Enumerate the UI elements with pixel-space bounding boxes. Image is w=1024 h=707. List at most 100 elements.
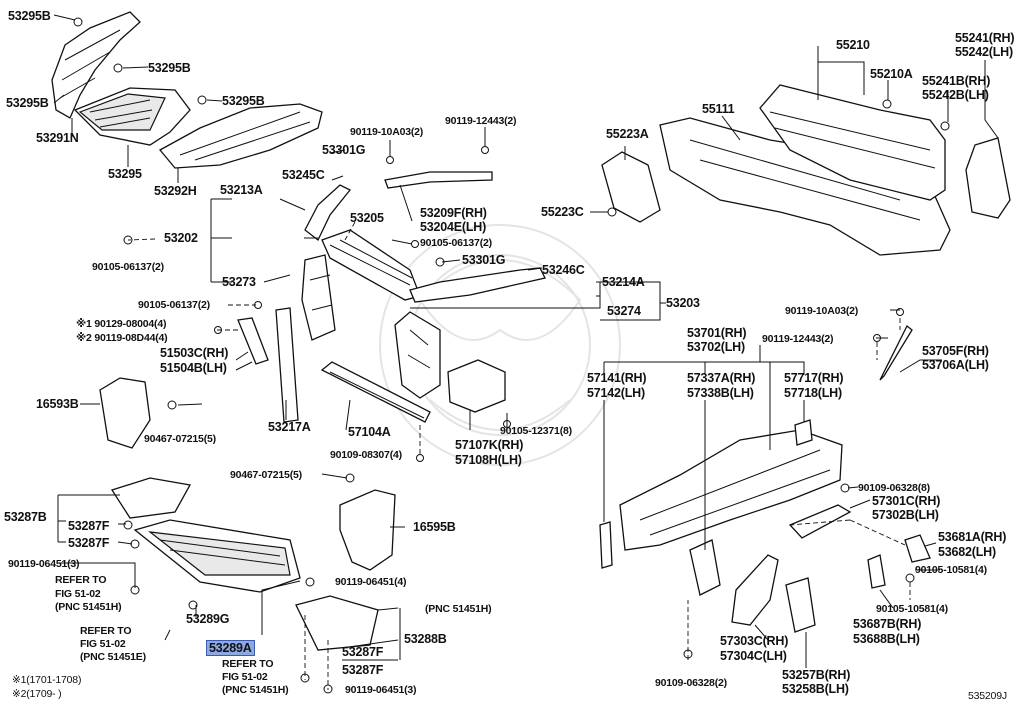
bracket-57107K[interactable] bbox=[447, 359, 506, 413]
label-53688B[interactable]: 53688B(LH) bbox=[853, 632, 920, 646]
member-57301C[interactable] bbox=[788, 504, 852, 539]
cover-53288B[interactable] bbox=[295, 595, 379, 651]
label-57303C[interactable]: 57303C(RH) bbox=[720, 634, 789, 648]
label-90119-06451-b[interactable]: 90119-06451(4) bbox=[335, 576, 407, 588]
label-57717[interactable]: 57717(RH) bbox=[784, 371, 844, 385]
label-55111[interactable]: 55111 bbox=[702, 102, 735, 116]
label-53682[interactable]: 53682(LH) bbox=[938, 545, 996, 559]
label-55241[interactable]: 55241(RH) bbox=[955, 31, 1015, 45]
radiator-support-53205[interactable] bbox=[321, 229, 421, 301]
label-90105-12371[interactable]: 90105-12371(8) bbox=[500, 425, 572, 437]
bracket-53687B[interactable] bbox=[867, 554, 886, 589]
brace-53213A[interactable] bbox=[304, 184, 352, 242]
label-53273[interactable]: 53273 bbox=[222, 275, 256, 289]
label-90105-06137-c[interactable]: 90105-06137(2) bbox=[138, 299, 210, 311]
label-90105-06137-a[interactable]: 90105-06137(2) bbox=[92, 261, 164, 273]
label-53301G-b[interactable]: 53301G bbox=[462, 253, 506, 267]
label-53257B[interactable]: 53257B(RH) bbox=[782, 668, 851, 682]
radiator-support-upper-53209F[interactable] bbox=[384, 171, 493, 189]
label-57337A[interactable]: 57337A(RH) bbox=[687, 371, 756, 385]
engine-under-cover-53289A[interactable] bbox=[133, 519, 301, 593]
label-51504B[interactable]: 51504B(LH) bbox=[160, 361, 227, 375]
label-16595B[interactable]: 16595B bbox=[413, 520, 456, 534]
label-90467-07215-a[interactable]: 90467-07215(5) bbox=[144, 433, 216, 445]
label-57338B[interactable]: 57338B(LH) bbox=[687, 386, 754, 400]
label-53287B[interactable]: 53287B bbox=[4, 510, 47, 524]
label-55242[interactable]: 55242(LH) bbox=[955, 45, 1013, 59]
label-51503C[interactable]: 51503C(RH) bbox=[160, 346, 229, 360]
label-53291N[interactable]: 53291N bbox=[36, 131, 79, 145]
label-90109-06328-b[interactable]: 90109-06328(2) bbox=[655, 677, 727, 689]
label-53287F-c[interactable]: 53287F bbox=[342, 645, 384, 659]
label-53702[interactable]: 53702(LH) bbox=[687, 340, 745, 354]
label-90467-07215-b[interactable]: 90467-07215(5) bbox=[230, 469, 302, 481]
label-53245C[interactable]: 53245C bbox=[282, 168, 325, 182]
label-90105-06137-b[interactable]: 90105-06137(2) bbox=[420, 237, 492, 249]
label-53217A[interactable]: 53217A bbox=[268, 420, 311, 434]
label-53258B[interactable]: 53258B(LH) bbox=[782, 682, 849, 696]
cowl-top-panel-53291N[interactable] bbox=[51, 11, 141, 119]
rod-53705F[interactable] bbox=[879, 324, 913, 381]
dash-insulator-55210[interactable] bbox=[759, 84, 946, 201]
support-53217A[interactable] bbox=[275, 307, 299, 423]
label-55242B[interactable]: 55242B(LH) bbox=[922, 88, 989, 102]
label-57107K[interactable]: 57107K(RH) bbox=[455, 438, 524, 452]
support-51503C[interactable] bbox=[237, 317, 269, 365]
panel-55241[interactable] bbox=[965, 137, 1011, 219]
apron-assembly-53701[interactable] bbox=[619, 429, 843, 551]
label-53287F-b[interactable]: 53287F bbox=[68, 536, 110, 550]
apron-57303C[interactable] bbox=[731, 554, 779, 626]
label-90119-12443-b[interactable]: 90119-12443(2) bbox=[762, 333, 834, 345]
label-55223C[interactable]: 55223C bbox=[541, 205, 584, 219]
label-53681A[interactable]: 53681A(RH) bbox=[938, 530, 1007, 544]
label-53295B-b[interactable]: 53295B bbox=[6, 96, 49, 110]
label-53205[interactable]: 53205 bbox=[350, 211, 384, 225]
brace-53274[interactable] bbox=[409, 267, 546, 303]
label-57302B[interactable]: 57302B(LH) bbox=[872, 508, 939, 522]
label-53301G-a[interactable]: 53301G bbox=[322, 143, 366, 157]
label-90109-08307[interactable]: 90109-08307(4) bbox=[330, 449, 402, 461]
label-90119-12443-a[interactable]: 90119-12443(2) bbox=[445, 115, 517, 127]
label-53289G[interactable]: 53289G bbox=[186, 612, 230, 626]
side-bracket-53203[interactable] bbox=[394, 311, 441, 399]
bracket-53257B[interactable] bbox=[785, 577, 816, 633]
label-55210A[interactable]: 55210A bbox=[870, 67, 913, 81]
label-57718[interactable]: 57718(LH) bbox=[784, 386, 842, 400]
label-90105-10581-b[interactable]: 90105-10581(4) bbox=[876, 603, 948, 615]
label-90109-06328-a[interactable]: 90109-06328(8) bbox=[858, 482, 930, 494]
side-support-53202[interactable] bbox=[301, 254, 336, 341]
label-90119-06451-a[interactable]: 90119-06451(3) bbox=[8, 558, 80, 570]
label-55223A[interactable]: 55223A bbox=[606, 127, 649, 141]
label-53202[interactable]: 53202 bbox=[164, 231, 198, 245]
label-57108H[interactable]: 57108H(LH) bbox=[455, 453, 522, 467]
label-53209F[interactable]: 53209F(RH) bbox=[420, 206, 487, 220]
label-57304C[interactable]: 57304C(LH) bbox=[720, 649, 787, 663]
member-57141[interactable] bbox=[599, 521, 613, 569]
label-53287F-a[interactable]: 53287F bbox=[68, 519, 110, 533]
label-55241B[interactable]: 55241B(RH) bbox=[922, 74, 991, 88]
label-53687B[interactable]: 53687B(RH) bbox=[853, 617, 922, 631]
label-90119-10A03-a[interactable]: 90119-10A03(2) bbox=[350, 126, 424, 138]
label-53203[interactable]: 53203 bbox=[666, 296, 700, 310]
label-53295[interactable]: 53295 bbox=[108, 167, 142, 181]
cowl-grille-53295[interactable] bbox=[73, 87, 191, 146]
label-53288B[interactable]: 53288B bbox=[404, 632, 447, 646]
label-90105-10581-a[interactable]: 90105-10581(4) bbox=[915, 564, 987, 576]
label-53705F[interactable]: 53705F(RH) bbox=[922, 344, 989, 358]
label-16593B[interactable]: 16593B bbox=[36, 397, 79, 411]
cover-53287B[interactable] bbox=[110, 477, 192, 519]
label-90119-08D44[interactable]: ※2 90119-08D44(4) bbox=[76, 332, 168, 344]
label-53706A[interactable]: 53706A(LH) bbox=[922, 358, 989, 372]
label-90129-08004[interactable]: ※1 90129-08004(4) bbox=[76, 318, 167, 330]
lower-crossmember-57104A[interactable] bbox=[320, 361, 431, 423]
label-53295B-d[interactable]: 53295B bbox=[222, 94, 265, 108]
label-53204E[interactable]: 53204E(LH) bbox=[420, 220, 487, 234]
bracket-16595B[interactable] bbox=[339, 489, 396, 571]
label-53274[interactable]: 53274 bbox=[607, 304, 641, 318]
label-53289A-highlighted[interactable]: 53289A bbox=[206, 640, 255, 656]
bracket-57717[interactable] bbox=[794, 419, 813, 446]
bracket-53681A[interactable] bbox=[904, 534, 931, 563]
label-53287F-d[interactable]: 53287F bbox=[342, 663, 384, 677]
label-90119-06451-c[interactable]: 90119-06451(3) bbox=[345, 684, 417, 696]
label-55210[interactable]: 55210 bbox=[836, 38, 870, 52]
